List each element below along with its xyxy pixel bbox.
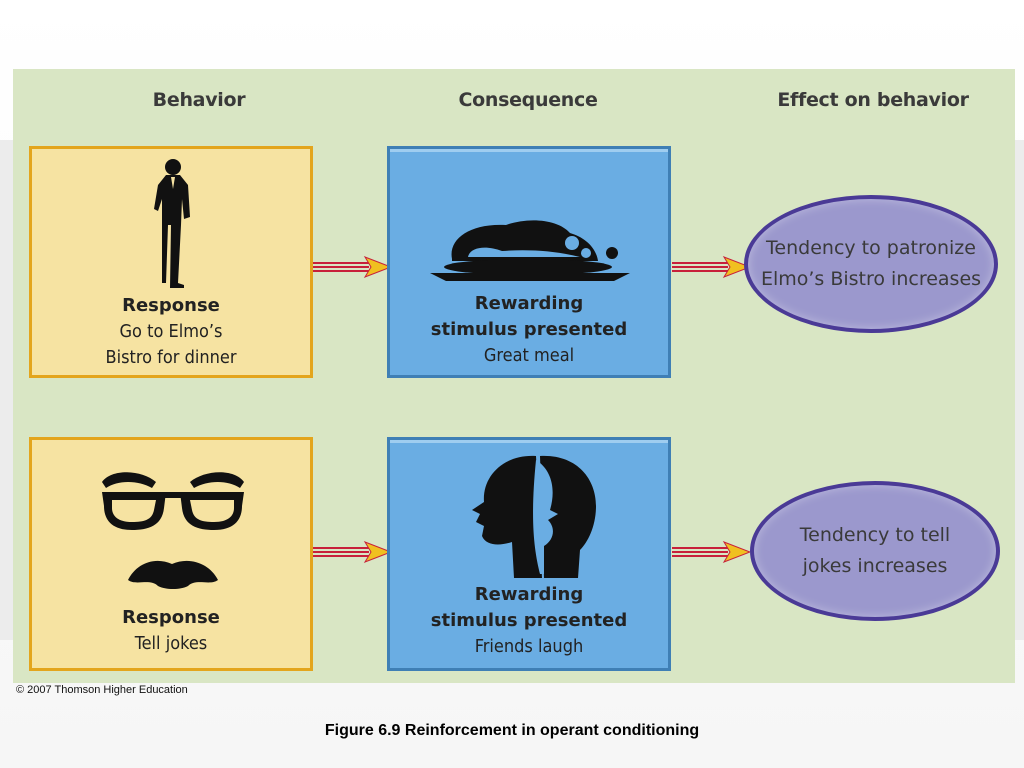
consequence-box-1: Rewarding stimulus presented Great meal	[387, 146, 671, 378]
consequence-title-2b: stimulus presented	[430, 610, 628, 631]
header-behavior: Behavior	[152, 89, 246, 111]
consequence-box-2: Rewarding stimulus presented Friends lau…	[387, 437, 671, 671]
arrow-behavior-to-consequence-2	[313, 541, 391, 563]
response-line-1a: Go to Elmo’s	[119, 321, 223, 342]
glasses-mustache-icon	[102, 472, 244, 589]
behavior-box-2: Response Tell jokes	[29, 437, 313, 671]
arrow-consequence-to-effect-2	[672, 541, 750, 563]
header-consequence: Consequence	[458, 89, 598, 111]
roast-meal-icon	[430, 220, 630, 281]
consequence-detail-2: Friends laugh	[474, 636, 584, 657]
figure-caption: Figure 6.9 Reinforcement in operant cond…	[324, 722, 700, 739]
slide-background-right	[1012, 140, 1024, 640]
consequence-text-2: Rewarding stimulus presented Friends lau…	[390, 582, 668, 660]
consequence-text-1: Rewarding stimulus presented Great meal	[390, 291, 668, 369]
laughing-faces-icon	[472, 455, 596, 578]
effect-line-2b: jokes increases	[802, 555, 948, 577]
consequence-title-1a: Rewarding	[474, 293, 584, 314]
effect-line-1b: Elmo’s Bistro increases	[760, 268, 982, 290]
consequence-title-1b: stimulus presented	[430, 319, 628, 340]
response-line-1b: Bistro for dinner	[105, 347, 237, 368]
diagram-panel: Behavior Consequence Effect on behavior …	[13, 69, 1015, 683]
effect-ellipse-1: Tendency to patronize Elmo’s Bistro incr…	[744, 195, 998, 333]
behavior-text-1: Response Go to Elmo’s Bistro for dinner	[32, 293, 310, 371]
behavior-box-1: Response Go to Elmo’s Bistro for dinner	[29, 146, 313, 378]
header-effect: Effect on behavior	[777, 89, 969, 111]
effect-line-1a: Tendency to patronize	[766, 237, 976, 259]
effect-line-2a: Tendency to tell	[799, 524, 951, 546]
arrow-behavior-to-consequence-1	[313, 256, 391, 278]
consequence-detail-1: Great meal	[483, 345, 575, 366]
response-line-2a: Tell jokes	[134, 633, 208, 654]
copyright-notice: © 2007 Thomson Higher Education	[16, 684, 188, 696]
response-title-1: Response	[122, 295, 220, 316]
man-silhouette-icon	[154, 159, 190, 288]
behavior-text-2: Response Tell jokes	[32, 605, 310, 657]
response-title-2: Response	[122, 607, 220, 628]
effect-ellipse-2: Tendency to tell jokes increases	[750, 481, 1000, 621]
arrow-consequence-to-effect-1	[672, 256, 750, 278]
consequence-title-2a: Rewarding	[474, 584, 584, 605]
